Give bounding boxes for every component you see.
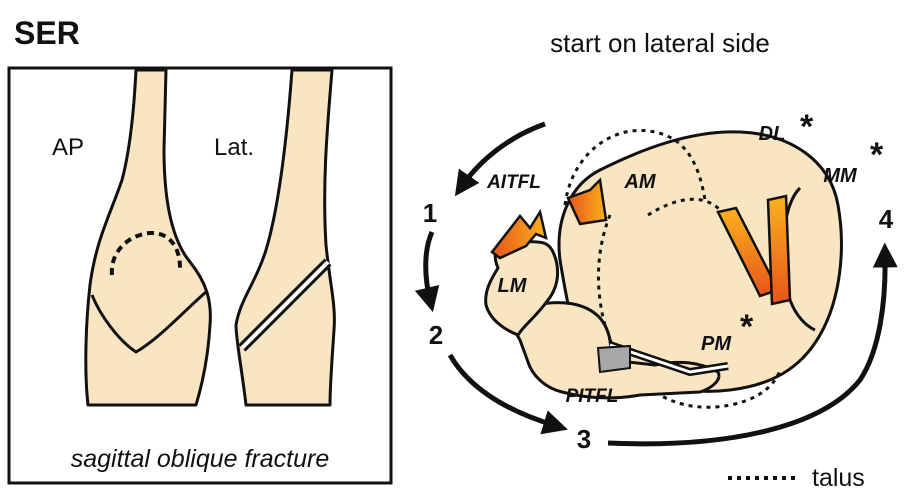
talus-legend-label: talus <box>812 464 865 492</box>
lm-label: LM <box>498 275 528 297</box>
lateral-view-bone <box>234 68 336 407</box>
step-1-label: 1 <box>423 198 437 228</box>
ap-view-bone <box>84 68 212 407</box>
tibia-cross-section <box>557 130 843 393</box>
title: SER <box>14 15 80 51</box>
mm-asterisk: * <box>870 136 884 174</box>
lat-label: Lat. <box>214 134 254 161</box>
posterior-fragment <box>513 301 729 400</box>
fibula-lm <box>484 208 559 337</box>
step-2-label: 2 <box>429 320 443 350</box>
step-3-label: 3 <box>577 424 591 454</box>
dl-label: DL <box>759 123 786 145</box>
pitfl-label: PITFL <box>566 386 619 407</box>
right-header: start on lateral side <box>550 28 770 58</box>
aitfl-label: AITFL <box>486 172 541 193</box>
ap-label: AP <box>52 134 84 161</box>
rotation-arrows <box>414 121 898 447</box>
pm-label: PM <box>701 333 732 355</box>
mm-label: MM <box>823 165 858 187</box>
am-label: AM <box>623 171 656 193</box>
dl-asterisk: * <box>800 108 814 146</box>
pm-asterisk: * <box>740 308 754 346</box>
step-4-label: 4 <box>879 204 894 234</box>
left-caption: sagittal oblique fracture <box>71 445 329 473</box>
